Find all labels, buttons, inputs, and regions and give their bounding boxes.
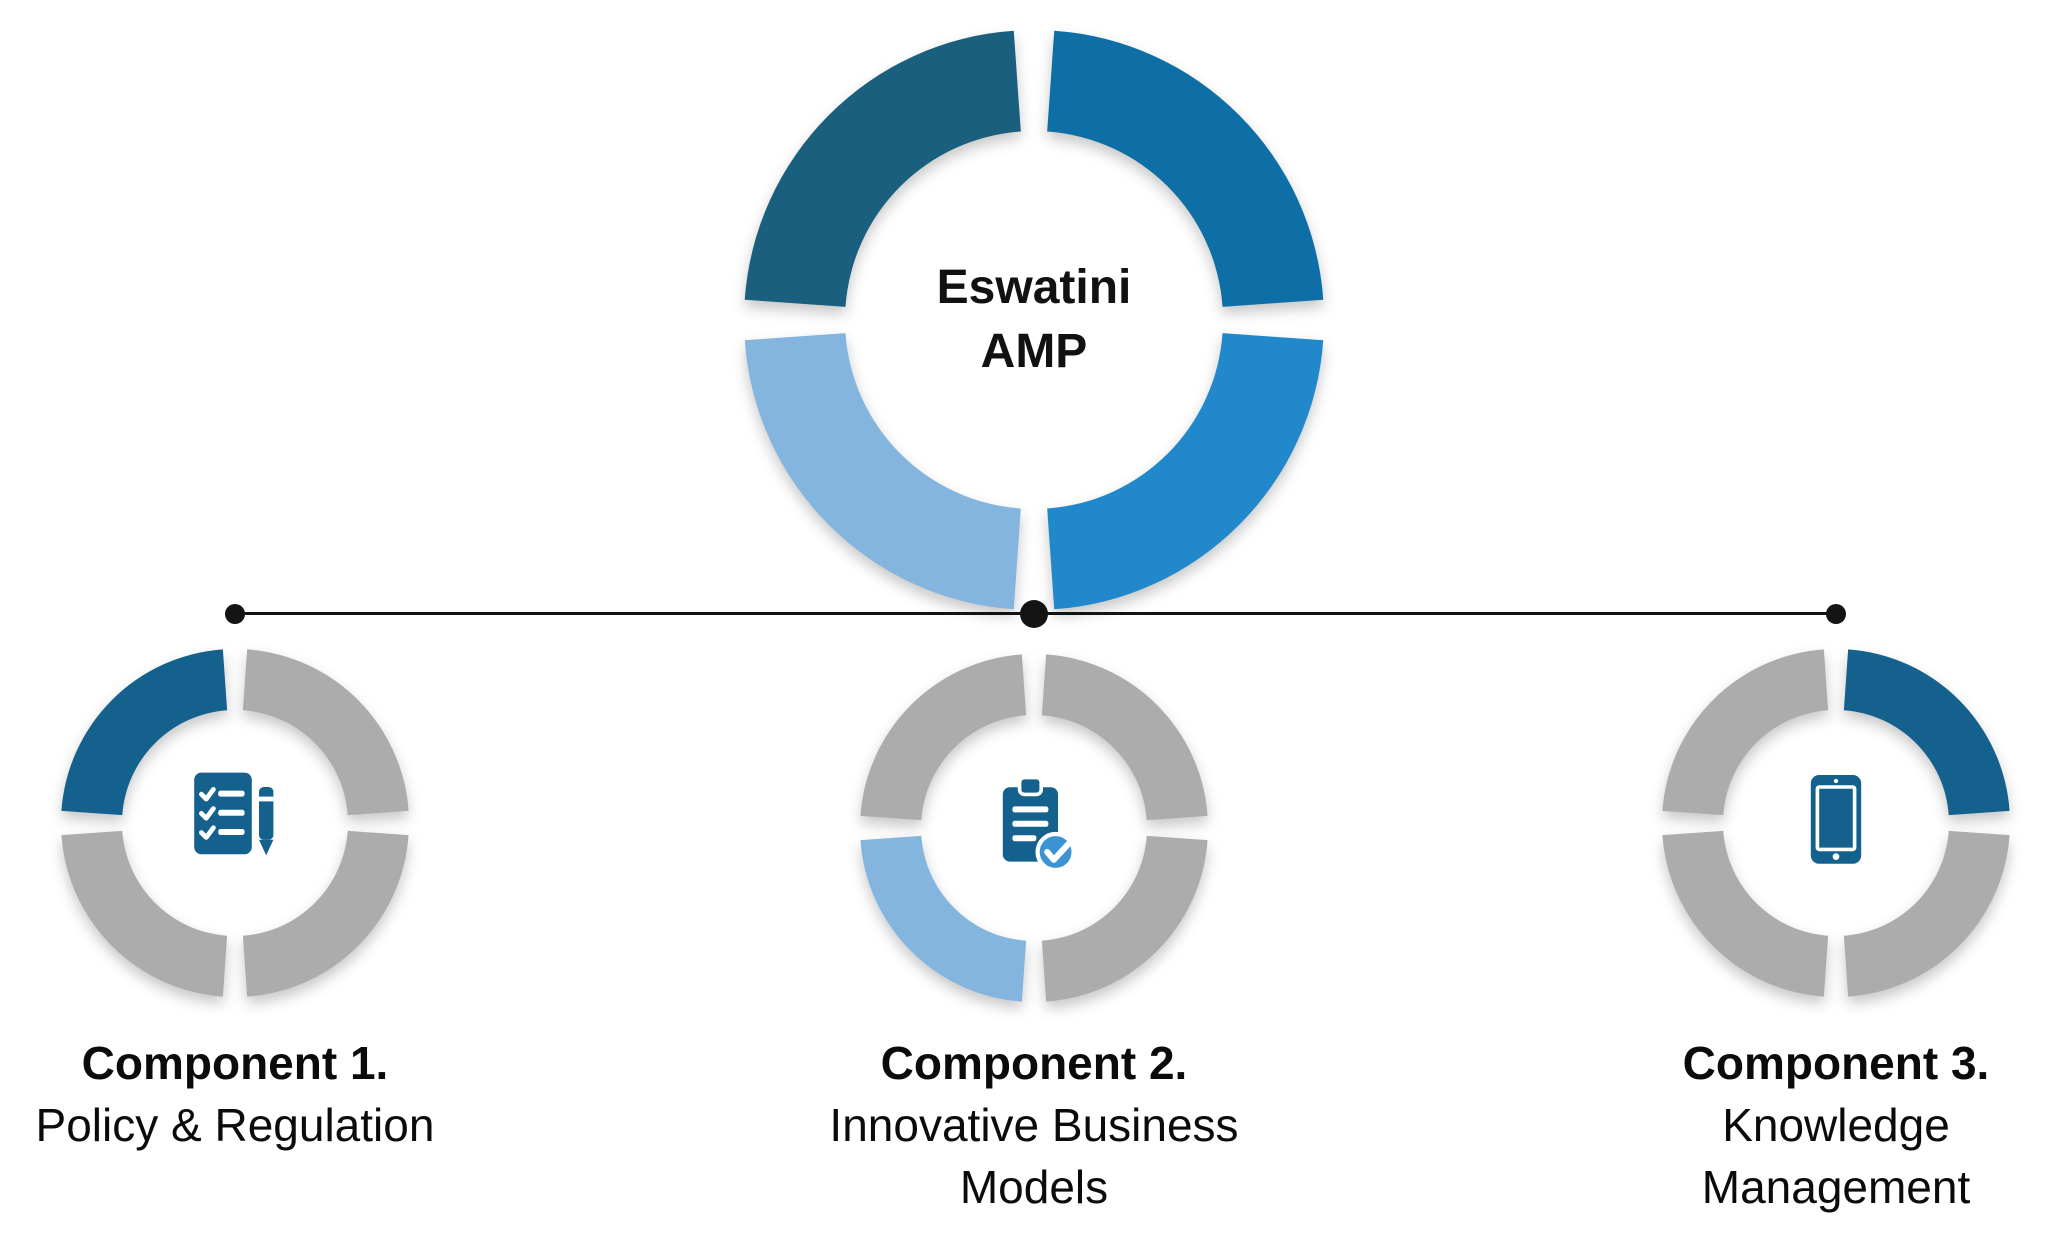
component-3-heading: Component 3.	[1682, 1037, 1990, 1089]
component-1-heading: Component 1.	[81, 1037, 389, 1089]
hub-ring	[744, 30, 1324, 610]
component-1-highlight-segment	[61, 649, 228, 816]
component-2-gray-segment	[860, 654, 1027, 821]
hub-title: Eswatini AMP	[724, 10, 1344, 630]
component-2-ring	[860, 654, 1208, 1002]
hub-title-line2: AMP	[980, 325, 1088, 378]
component-2-gray-segment	[1041, 835, 1208, 1002]
connector-node-right	[1826, 604, 1846, 624]
component-1-label: Component 1. Policy & Regulation	[0, 1032, 585, 1156]
hub-segment-top-right	[1047, 30, 1324, 307]
component-1-subtitle: Policy & Regulation	[35, 1099, 435, 1151]
component-3-gray-segment	[1843, 830, 2010, 997]
connector-node-center	[1020, 600, 1048, 628]
connector-node-left	[225, 604, 245, 624]
component-3-gray-segment	[1662, 649, 1829, 816]
hub-title-line1: Eswatini	[936, 261, 1132, 314]
component-2-label: Component 2. Innovative Business Models	[684, 1032, 1384, 1218]
component-2-highlight-segment	[860, 835, 1027, 1002]
component-2-subtitle-line2: Models	[959, 1161, 1109, 1213]
component-3-gray-segment	[1662, 830, 1829, 997]
component-1-ring	[61, 649, 409, 997]
component-3-subtitle-line2: Management	[1701, 1161, 1971, 1213]
component-2-gray-segment	[1041, 654, 1208, 821]
component-3-highlight-segment	[1843, 649, 2010, 816]
hub-segment-top-left	[744, 30, 1021, 307]
component-1-gray-segment	[242, 649, 409, 816]
component-1-gray-segment	[242, 830, 409, 997]
component-3-ring	[1662, 649, 2010, 997]
component-1-gray-segment	[61, 830, 228, 997]
hub-segment-bottom-right	[1047, 333, 1324, 610]
component-3-label: Component 3. Knowledge Management	[1486, 1032, 2047, 1218]
hub-segment-bottom-left	[744, 333, 1021, 610]
component-2-heading: Component 2.	[880, 1037, 1188, 1089]
component-2-subtitle-line1: Innovative Business	[829, 1099, 1239, 1151]
component-3-subtitle-line1: Knowledge	[1722, 1099, 1950, 1151]
